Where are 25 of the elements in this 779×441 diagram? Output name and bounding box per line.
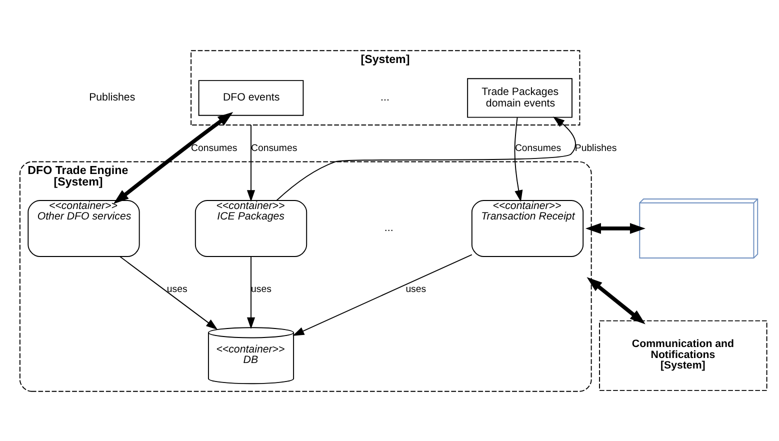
edge-label: Consumes [251,142,298,154]
node-box: Communication and Notifications [System] [599,320,768,390]
arrow [113,112,234,204]
edge-label: Consumes [514,142,562,154]
arrow [585,222,646,234]
arrow [120,256,218,330]
node-box: DFO events [198,80,304,116]
label: ... [384,222,394,234]
label: ... [380,91,390,104]
edge-label: Publishes [574,142,617,154]
arrow [246,256,256,328]
arrow [514,116,523,202]
node-box: <<container>> Other DFO services [28,199,140,257]
arrow [292,254,472,336]
node-box: <<container>> Transaction Receipt [471,199,584,257]
node-box: Trade Packages domain events [467,78,572,118]
arrow [246,124,256,202]
node-box: <<container>> ICE Packages [194,199,308,257]
edge-label: uses [251,283,272,294]
edge-label: Consumes [191,142,238,154]
label: Publishes [89,91,136,104]
arrow [586,276,646,324]
edge-label: uses [406,283,426,294]
edge-label: uses [166,283,188,294]
arrow [276,116,576,200]
